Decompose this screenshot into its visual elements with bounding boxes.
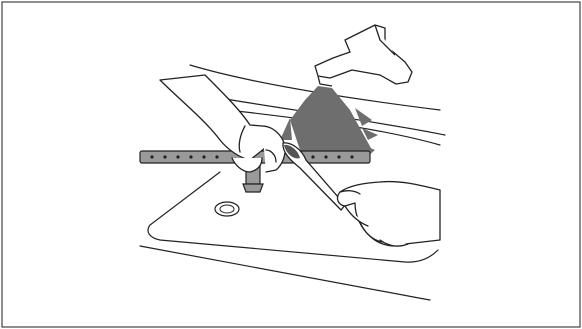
right-hand <box>338 182 440 247</box>
drain-icon <box>215 202 239 216</box>
faucet-icon <box>315 25 412 86</box>
spray-arm <box>140 151 370 192</box>
